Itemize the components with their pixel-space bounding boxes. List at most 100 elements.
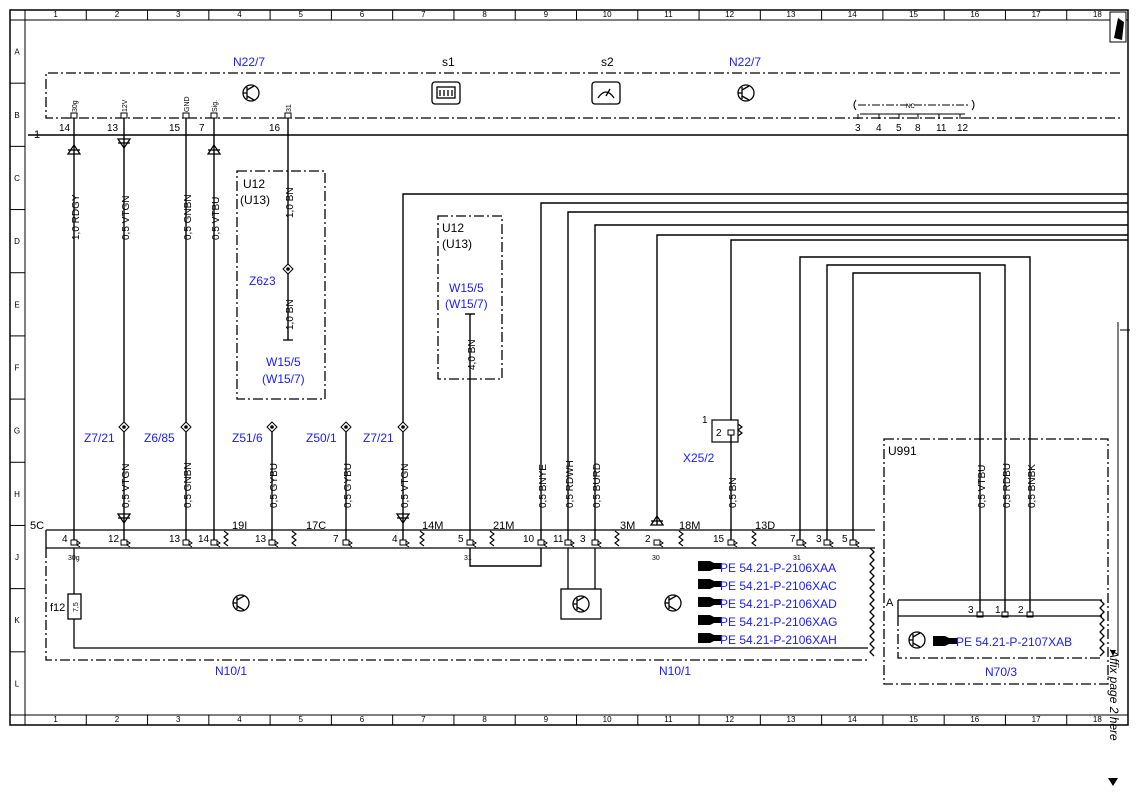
- pin-terminal: [210, 539, 218, 546]
- pin-terminal: [70, 539, 78, 546]
- svg-text:1: 1: [995, 605, 1001, 616]
- n70-3-connector-label: A: [886, 597, 894, 609]
- nc-pin-number: 3: [855, 123, 861, 134]
- grid-column-label: 1: [53, 715, 58, 724]
- u13-left-label: (U13): [240, 193, 270, 207]
- top-pin-number: 15: [169, 123, 181, 134]
- reference-link-n70[interactable]: PE 54.21-P-2107XAB: [956, 635, 1072, 649]
- svg-text:11: 11: [553, 534, 564, 545]
- svg-text:4,0 BN: 4,0 BN: [467, 339, 478, 370]
- ref-hand-icon: [698, 579, 722, 589]
- svg-text:0,5 VTGN: 0,5 VTGN: [121, 464, 132, 508]
- grid-column-label: 11: [664, 715, 673, 724]
- grid-row-label: A: [14, 48, 20, 57]
- grid-column-label: 7: [421, 715, 426, 724]
- f12-fuse: [67, 548, 868, 649]
- pin-terminal: [182, 539, 190, 546]
- z6z3-label: Z6z3: [249, 274, 276, 288]
- svg-text:3: 3: [816, 534, 822, 545]
- x25-2-label: X25/2: [683, 451, 715, 465]
- s1-switch-icon: [431, 81, 461, 105]
- reference-link[interactable]: PE 54.21-P-2106XAC: [720, 579, 837, 593]
- grid-column-label: 7: [421, 10, 426, 19]
- svg-text:4: 4: [62, 534, 68, 545]
- grid-column-label: 14: [848, 10, 857, 19]
- svg-text:13: 13: [255, 534, 267, 545]
- svg-text:0,5 VTBU: 0,5 VTBU: [977, 465, 988, 508]
- ground-link-31: [469, 548, 542, 567]
- svg-text:18M: 18M: [679, 520, 700, 532]
- pin-terminal: [342, 539, 350, 546]
- grid-column-label: 17: [1032, 715, 1041, 724]
- svg-text:2: 2: [645, 534, 651, 545]
- reference-link[interactable]: PE 54.21-P-2106XAH: [720, 633, 837, 647]
- pin-terminal: [284, 112, 292, 119]
- harness-wires: [402, 193, 1128, 612]
- ref-hand-icon: [698, 561, 722, 571]
- right-edge-bracket: [1117, 322, 1130, 655]
- pin-terminal: [70, 112, 78, 119]
- grid-column-label: 12: [725, 10, 734, 19]
- lower-short-wires: [271, 432, 347, 543]
- lower-wire-arrows: [116, 513, 665, 526]
- pin-terminals: [70, 429, 1034, 618]
- svg-text:30: 30: [652, 555, 660, 562]
- reference-link[interactable]: PE 54.21-P-2106XAG: [720, 615, 837, 629]
- n10-1-right-label: N10/1: [659, 664, 691, 678]
- svg-text:2: 2: [1018, 605, 1024, 616]
- grid-column-label: 3: [176, 10, 181, 19]
- top-wires: [73, 118, 289, 543]
- grid-row-label: J: [15, 553, 19, 562]
- grid-column-label: 15: [909, 715, 918, 724]
- svg-text:Z50/1: Z50/1: [306, 431, 337, 445]
- grid-column-label: 9: [544, 10, 549, 19]
- u12-middle-label: U12: [442, 221, 464, 235]
- svg-text:7: 7: [333, 534, 339, 545]
- svg-text:0,5 BNYE: 0,5 BNYE: [538, 464, 549, 508]
- drawing-frame: [9, 9, 1129, 726]
- svg-text:0,5 GNBN: 0,5 GNBN: [183, 194, 194, 240]
- bus-line-label: 1: [34, 129, 40, 141]
- splice-labels: Z7/21 Z6/85 Z51/6 Z50/1 Z7/21: [84, 431, 394, 445]
- n10-1-transistor-right-icon: [664, 594, 682, 612]
- reference-list: PE 54.21-P-2106XAA PE 54.21-P-2106XAC PE…: [698, 561, 837, 647]
- pin-terminal: [120, 539, 128, 546]
- svg-text:0,5 BURD: 0,5 BURD: [592, 463, 603, 508]
- n22-7-right-label: N22/7: [729, 55, 761, 69]
- svg-text:4: 4: [392, 534, 398, 545]
- splice-dots: [122, 425, 405, 429]
- ref-hand-icon: [933, 636, 957, 646]
- svg-text:Z6/85: Z6/85: [144, 431, 175, 445]
- bottom-connector-labels: 5C 19I 17C 14M 21M 3M 18M 13D: [30, 520, 775, 532]
- svg-text:12: 12: [108, 534, 120, 545]
- connector-separators: [223, 530, 757, 547]
- nc-pin-number: 5: [896, 123, 902, 134]
- grid-row-label: B: [14, 111, 19, 120]
- n10-1-module-transistor-icon: [560, 548, 602, 620]
- nc-label: NC: [906, 104, 915, 110]
- pin-terminal: [849, 539, 857, 546]
- grid-column-label: 10: [603, 715, 612, 724]
- grid-column-label: 13: [787, 715, 796, 724]
- grid-column-label: 4: [237, 715, 242, 724]
- nc-pin-number: 12: [957, 123, 969, 134]
- svg-text:Z51/6: Z51/6: [232, 431, 263, 445]
- z6z3-splice-icon: [282, 263, 294, 275]
- grid-column-label: 18: [1093, 10, 1102, 19]
- grid-row-label: G: [14, 427, 20, 436]
- reference-link[interactable]: PE 54.21-P-2106XAA: [720, 561, 836, 575]
- svg-text:14M: 14M: [422, 520, 443, 532]
- pin-terminal: [1001, 611, 1009, 618]
- svg-text:19I: 19I: [232, 520, 247, 532]
- reference-link[interactable]: PE 54.21-P-2106XAD: [720, 597, 837, 611]
- svg-text:1,0 BN: 1,0 BN: [285, 299, 296, 330]
- svg-text:10: 10: [523, 534, 535, 545]
- pin-terminal: [591, 539, 599, 546]
- svg-text:5: 5: [458, 534, 464, 545]
- grid-column-label: 12: [725, 715, 734, 724]
- grid-column-label: 3: [176, 715, 181, 724]
- nc-pin-number: 8: [915, 123, 921, 134]
- pin-terminal: [823, 539, 831, 546]
- n70-3-box: [897, 599, 1105, 659]
- svg-text:31: 31: [793, 555, 801, 562]
